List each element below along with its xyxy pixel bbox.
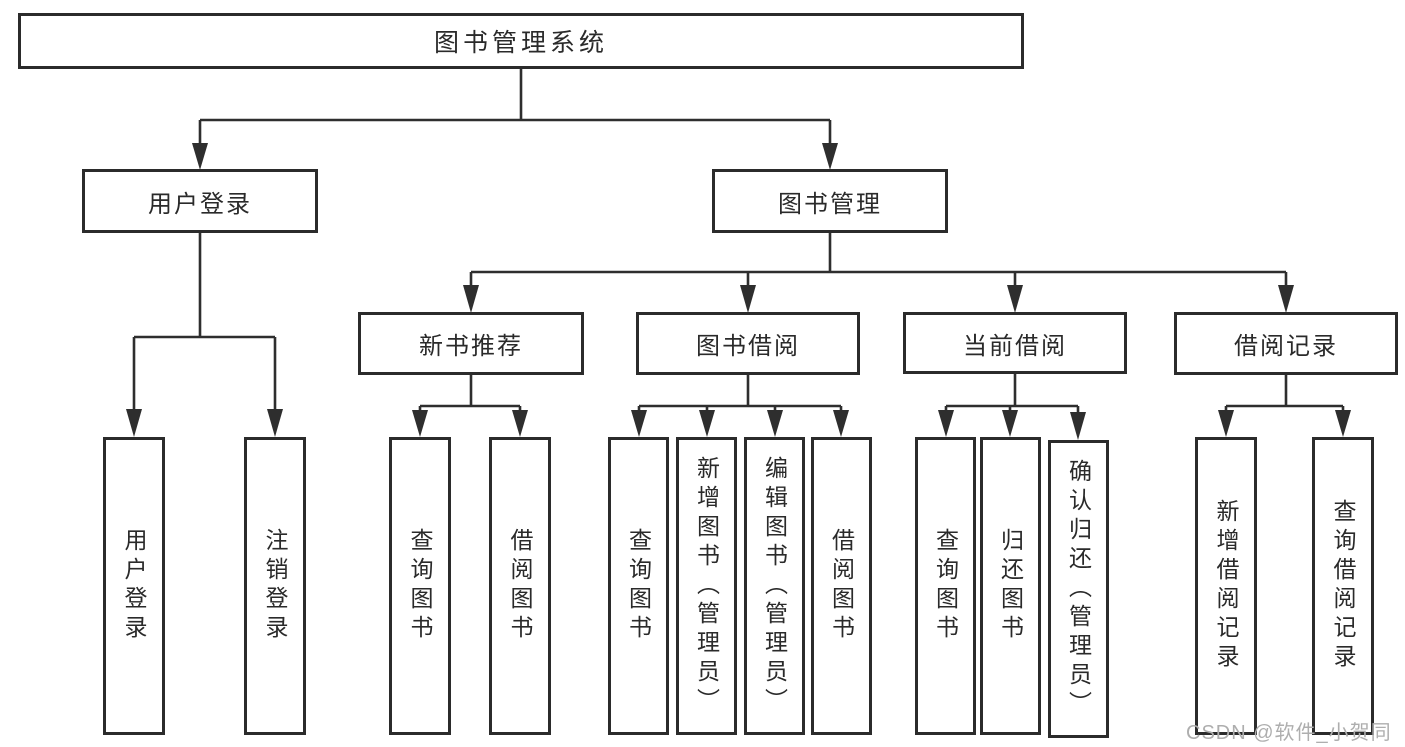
- node-leaf-edit-books-admin: 编辑图书（管理员）: [744, 437, 805, 735]
- node-user-login: 用户登录: [82, 169, 318, 233]
- node-current-borrow: 当前借阅: [903, 312, 1127, 374]
- node-leaf-add-borrow-record: 新增借阅记录: [1195, 437, 1257, 735]
- node-book-management: 图书管理: [712, 169, 948, 233]
- node-leaf-query-borrow-record: 查询借阅记录: [1312, 437, 1374, 735]
- watermark: CSDN @软件_小贺同学: [1186, 722, 1392, 744]
- node-book-borrow: 图书借阅: [636, 312, 860, 375]
- node-leaf-user-login: 用户登录: [103, 437, 165, 735]
- node-leaf-add-books-admin: 新增图书（管理员）: [676, 437, 737, 735]
- node-leaf-query-books-3: 查询图书: [915, 437, 976, 735]
- node-borrow-records: 借阅记录: [1174, 312, 1398, 375]
- node-leaf-borrow-books-2: 借阅图书: [811, 437, 872, 735]
- node-new-book-recommend: 新书推荐: [358, 312, 584, 375]
- node-leaf-confirm-return-admin: 确认归还（管理员）: [1048, 440, 1109, 738]
- node-leaf-query-books-1: 查询图书: [389, 437, 451, 735]
- node-leaf-borrow-books-1: 借阅图书: [489, 437, 551, 735]
- node-leaf-query-books-2: 查询图书: [608, 437, 669, 735]
- node-library-system: 图书管理系统: [18, 13, 1024, 69]
- node-leaf-return-books: 归还图书: [980, 437, 1041, 735]
- node-leaf-logout-login: 注销登录: [244, 437, 306, 735]
